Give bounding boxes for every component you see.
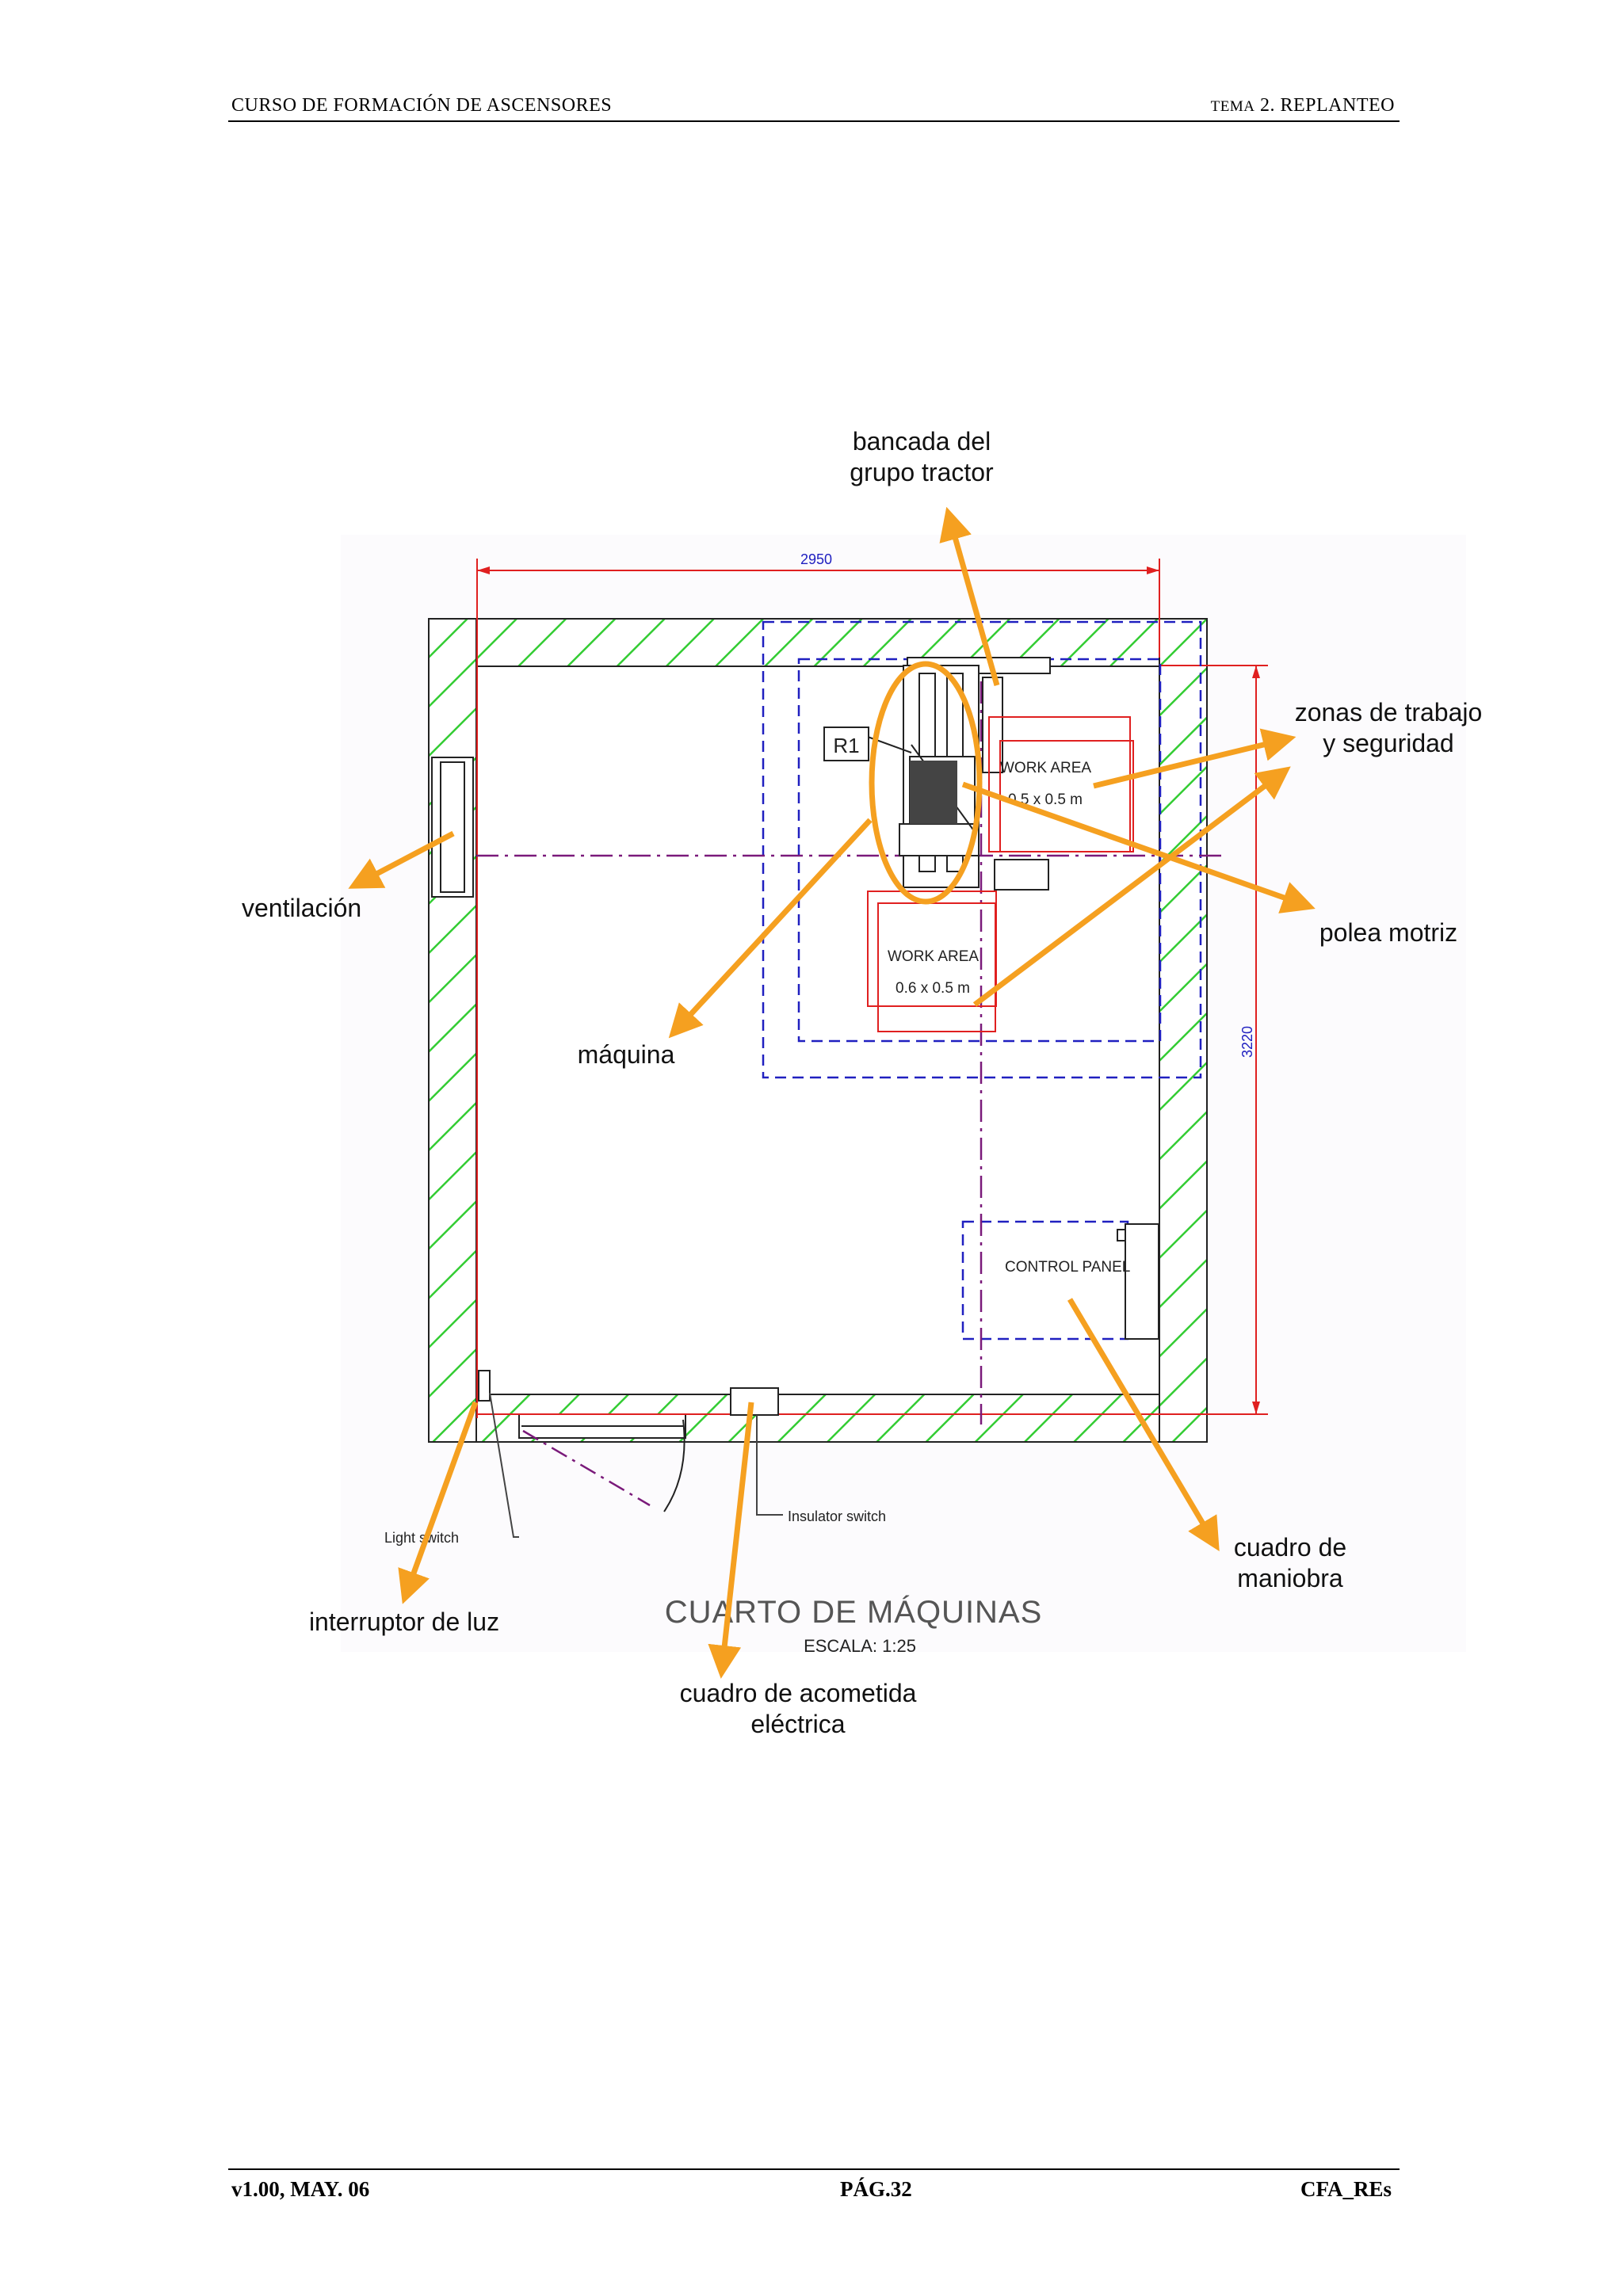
callout-cuadro-maniobra-line1: cuadro de — [1234, 1533, 1346, 1562]
dimension-width-label: 2950 — [800, 551, 832, 567]
callout-bancada-line2: grupo tractor — [850, 458, 994, 486]
insulator-switch-leader — [756, 1415, 783, 1516]
work-area-1-name: WORK AREA — [1000, 760, 1091, 776]
callout-ventilacion: ventilación — [242, 894, 361, 922]
control-panel-handle — [1117, 1229, 1126, 1241]
work-area-2-size: 0.6 x 0.5 m — [896, 980, 970, 997]
callout-interruptor: interruptor de luz — [309, 1608, 499, 1636]
r1-label: R1 — [833, 734, 859, 757]
footer-doc-code: CFA_REs — [1300, 2177, 1392, 2201]
light-switch-leader — [489, 1392, 519, 1538]
callout-zonas-line1: zonas de trabajo — [1295, 698, 1483, 727]
light-switch-symbol — [478, 1370, 491, 1402]
insulator-switch-label: Insulator switch — [788, 1508, 886, 1524]
callout-acometida-line2: eléctrica — [750, 1710, 845, 1738]
callout-zonas-line2: y seguridad — [1323, 729, 1453, 757]
r1-box — [823, 727, 869, 761]
light-switch-label: Light switch — [384, 1530, 459, 1546]
footer-version: v1.00, MAY. 06 — [231, 2177, 370, 2201]
arrow-acometida — [708, 1402, 754, 1679]
drawing-scale: ESCALA: 1:25 — [804, 1636, 916, 1656]
room-floor — [475, 666, 1160, 1395]
arrow-bancada — [939, 506, 1000, 686]
callout-arrows — [348, 506, 1316, 1679]
arrow-ventilacion — [348, 830, 455, 889]
arrow-polea — [961, 781, 1316, 913]
callout-cuadro-maniobra-line2: maniobra — [1237, 1564, 1343, 1592]
machine-highlight-ellipse — [869, 661, 983, 905]
work-area-2 — [867, 891, 997, 1032]
callout-maquina: máquina — [578, 1040, 675, 1069]
control-panel-label: CONTROL PANEL — [1005, 1259, 1130, 1276]
callout-bancada-line1: bancada del — [853, 427, 991, 456]
drawing-title: CUARTO DE MÁQUINAS — [665, 1594, 1043, 1630]
footer-page-number: PÁG.32 — [840, 2177, 912, 2201]
arrow-cuadro-maniobra — [1067, 1298, 1220, 1552]
dimension-height-label: 3220 — [1239, 1026, 1255, 1058]
walls — [428, 618, 1208, 1443]
header-chapter-prefix: TEMA — [1210, 98, 1255, 115]
callout-polea: polea motriz — [1319, 918, 1457, 947]
arrow-interruptor — [398, 1401, 479, 1604]
header-rule — [228, 120, 1400, 122]
control-panel-cabinet — [1125, 1223, 1159, 1340]
callout-acometida-line1: cuadro de acometida — [680, 1679, 917, 1707]
dimension-width — [476, 559, 1160, 1418]
header-chapter: TEMA 2. REPLANTEO — [1211, 95, 1395, 116]
footer-rule — [228, 2168, 1400, 2170]
arrow-maquina — [668, 818, 873, 1039]
header-course-title: CURSO DE FORMACIÓN DE ASCENSORES — [231, 95, 613, 116]
ventilation-grille — [431, 757, 474, 898]
arrow-zonas-2 — [972, 766, 1291, 1007]
insulator-switch-symbol — [730, 1387, 779, 1416]
header-chapter-title: 2. REPLANTEO — [1254, 95, 1395, 116]
machine-motor — [910, 761, 957, 824]
arrow-zonas-1 — [1093, 728, 1296, 789]
work-area-2-name: WORK AREA — [888, 948, 979, 965]
